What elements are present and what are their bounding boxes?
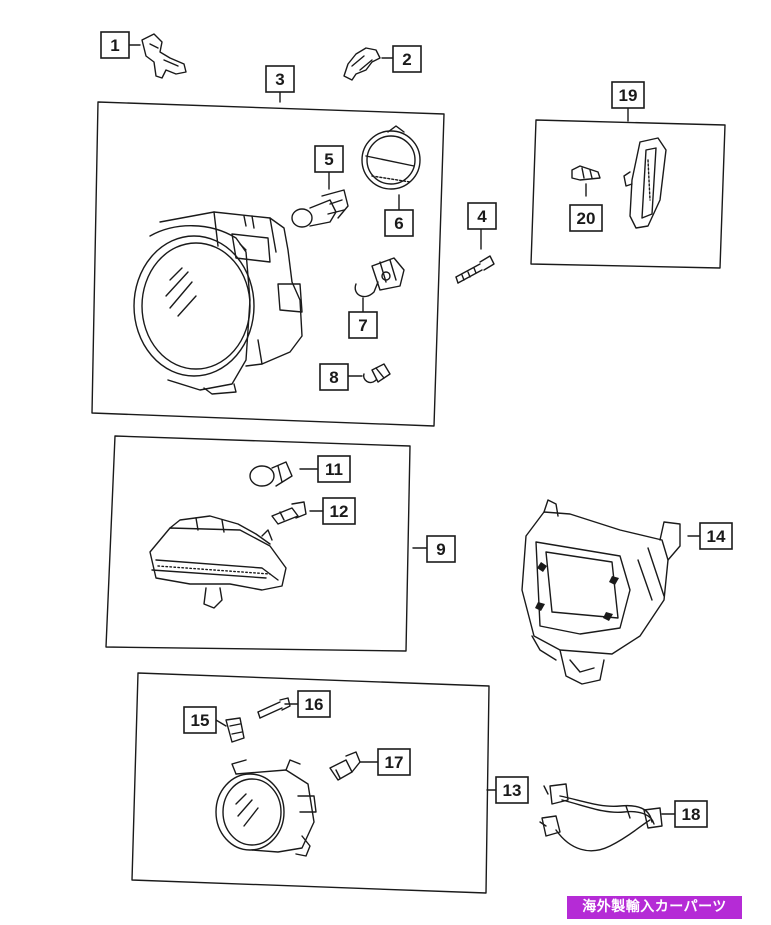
screw-part-16 — [257, 697, 291, 719]
headlamp-assembly-part-3 — [133, 211, 303, 395]
clip-part-2 — [343, 47, 381, 81]
clip-part-15 — [225, 717, 245, 743]
callout-6-label: 6 — [394, 214, 403, 233]
callout-16-label: 16 — [305, 695, 324, 714]
callout-20-label: 20 — [577, 209, 596, 228]
callout-12-label: 12 — [330, 502, 349, 521]
mounting-bracket-part-14 — [521, 499, 681, 685]
callout-13-label: 13 — [503, 781, 522, 800]
callout-14-label: 14 — [707, 527, 726, 546]
callout-11-label: 11 — [325, 460, 343, 479]
bulb-part-17 — [329, 751, 361, 781]
callout-6-box — [384, 209, 414, 237]
callout-12: 12 — [322, 497, 356, 525]
callout-19-label: 19 — [619, 86, 638, 105]
wedge-bulb-part-8 — [363, 363, 391, 384]
callout-18-box — [674, 800, 708, 828]
clip-part-1 — [141, 33, 187, 79]
callout-4-label: 4 — [477, 207, 487, 226]
group-box-headlamp — [91, 101, 445, 427]
callout-16-box — [297, 690, 331, 718]
callout-18: 18 — [674, 800, 708, 828]
callout-11: 11 — [317, 455, 351, 483]
callout-8-label: 8 — [329, 368, 338, 387]
screw-part-4 — [455, 255, 495, 284]
wiring-harness-part-18 — [539, 783, 663, 852]
callout-2: 2 — [392, 45, 422, 73]
callout-7: 7 — [348, 311, 378, 339]
callout-8: 8 — [319, 363, 349, 391]
callout-8-box — [319, 363, 349, 391]
callout-20: 20 — [569, 204, 603, 232]
callout-3-label: 3 — [275, 70, 284, 89]
callout-5: 5 — [314, 145, 344, 173]
callout-9: 9 — [426, 535, 456, 563]
callout-14: 14 — [699, 522, 733, 550]
callout-17-box — [377, 748, 411, 776]
callout-9-label: 9 — [436, 540, 445, 559]
callout-2-box — [392, 45, 422, 73]
group-box-fog-lamp — [131, 672, 490, 894]
callout-12-box — [322, 497, 356, 525]
park-lamp-part-9 — [149, 515, 287, 609]
callout-15: 15 — [183, 706, 217, 734]
callout-17: 17 — [377, 748, 411, 776]
socket-bulb-part-7 — [354, 257, 405, 298]
callout-2-label: 2 — [402, 50, 411, 69]
callout-4: 4 — [467, 202, 497, 230]
callout-1-label: 1 — [110, 36, 119, 55]
callout-18-label: 18 — [682, 805, 701, 824]
callout-17-label: 17 — [385, 753, 404, 772]
callout-13-box — [495, 776, 529, 804]
callout-11-box — [317, 455, 351, 483]
watermark-banner: 海外製輸入カーパーツ — [567, 896, 742, 919]
lens-ring-part-6 — [361, 125, 421, 190]
side-marker-part-19 — [623, 137, 667, 229]
callout-1: 1 — [100, 31, 130, 59]
bulb-part-5 — [291, 189, 349, 228]
callout-19-box — [611, 81, 645, 109]
bulb-part-12 — [271, 501, 307, 525]
callout-5-box — [314, 145, 344, 173]
bulb-part-11 — [249, 461, 293, 487]
callout-13: 13 — [495, 776, 529, 804]
callout-7-label: 7 — [358, 316, 367, 335]
callout-20-box — [569, 204, 603, 232]
bracket-mount-points — [535, 562, 619, 621]
group-box-park-lamp — [105, 435, 411, 652]
callout-14-box — [699, 522, 733, 550]
callout-15-label: 15 — [191, 711, 210, 730]
callout-9-box — [426, 535, 456, 563]
callout-7-box — [348, 311, 378, 339]
callout-1-box — [100, 31, 130, 59]
callout-4-box — [467, 202, 497, 230]
callout-3: 3 — [265, 65, 295, 93]
callout-6: 6 — [384, 209, 414, 237]
callout-16: 16 — [297, 690, 331, 718]
callout-15-box — [183, 706, 217, 734]
bulb-part-20 — [571, 165, 601, 181]
fog-lamp-part-13 — [215, 759, 317, 857]
callout-19: 19 — [611, 81, 645, 109]
callout-3-box — [265, 65, 295, 93]
callout-5-label: 5 — [324, 150, 333, 169]
group-box-side-marker — [530, 119, 726, 269]
